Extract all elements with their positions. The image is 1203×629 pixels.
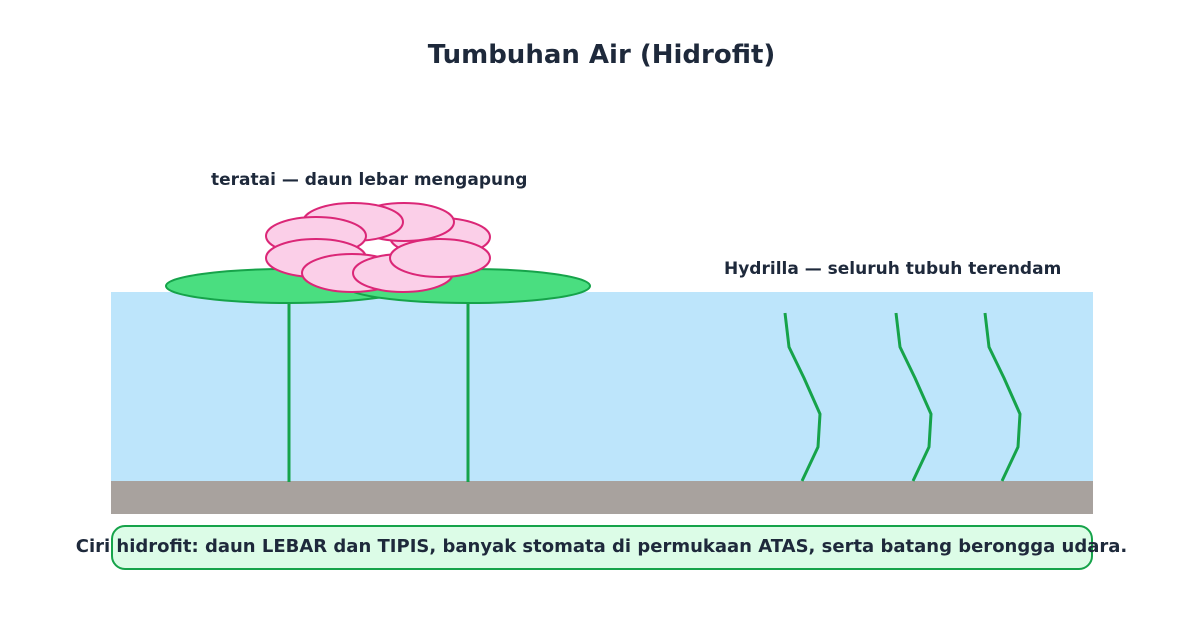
pond-bottom xyxy=(111,481,1093,514)
diagram-title: Tumbuhan Air (Hidrofit) xyxy=(427,40,776,70)
hydrilla-plant xyxy=(783,312,822,482)
lotus-flower xyxy=(265,202,491,293)
note-box xyxy=(111,525,1093,570)
water-body xyxy=(111,292,1093,482)
note-text: Ciri hidrofit: daun LEBAR dan TIPIS, ban… xyxy=(75,536,1128,557)
hydrilla-plant xyxy=(983,312,1022,482)
hydrilla-plant xyxy=(894,312,933,482)
hydrilla-label: Hydrilla — seluruh tubuh terendam xyxy=(724,259,1062,279)
lotus-label: teratai — daun lebar mengapung xyxy=(211,170,528,190)
lotus-petal xyxy=(389,238,491,278)
